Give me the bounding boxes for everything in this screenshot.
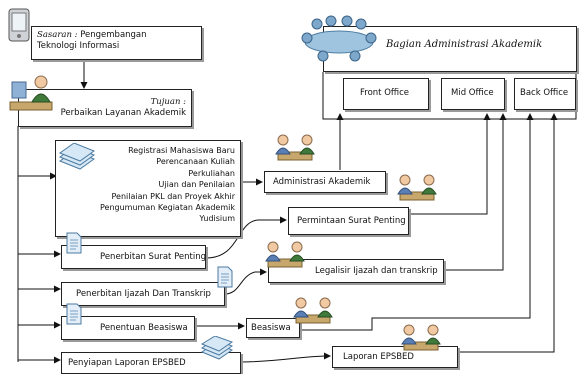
sasaran-title-rest: Pengembangan	[77, 30, 147, 40]
meeting-people-icon	[290, 293, 336, 333]
tujuan-text: Perbaikan Layanan Akademik	[60, 108, 186, 118]
meeting-people-icon	[398, 320, 444, 360]
mid-office-label: Mid Office	[451, 88, 494, 98]
task-item: Perencanaan Kuliah	[156, 157, 235, 167]
bagian-title: Bagian Administrasi Akademik	[386, 39, 543, 50]
document-stack-icon	[200, 335, 234, 366]
meeting-people-icon	[262, 237, 308, 277]
back-office-label: Back Office	[520, 88, 569, 98]
penentuan-beasiswa-label: Penentuan Beasiswa	[100, 323, 188, 333]
meeting-table-icon	[295, 12, 383, 66]
document-icon	[217, 266, 233, 292]
sasaran-text: Teknologi Informasi	[37, 41, 120, 51]
back-office-box: Back Office	[514, 78, 576, 110]
penerbitan-ijazah-label: Penerbitan Ijazah Dan Transkrip	[76, 289, 211, 299]
task-item: Registrasi Mahasiswa Baru	[128, 146, 235, 155]
sasaran-title: Sasaran :	[37, 30, 78, 40]
sasaran-box: Sasaran : Pengembangan Teknologi Informa…	[31, 26, 202, 60]
task-item: Yudisium	[199, 214, 235, 224]
penerbitan-surat-box: Penerbitan Surat Penting	[61, 245, 206, 269]
document-icon	[66, 232, 82, 258]
front-office-label: Front Office	[360, 88, 410, 98]
tujuan-title: Tujuan :	[150, 97, 186, 107]
beasiswa-label: Beasiswa	[251, 323, 291, 333]
front-office-box: Front Office	[343, 78, 429, 110]
penerbitan-surat-label: Penerbitan Surat Penting	[100, 252, 206, 262]
mobile-device-icon	[8, 8, 30, 46]
permintaan-surat-box: Permintaan Surat Penting	[288, 207, 409, 235]
task-item: Pengumuman Kegiatan Akademik	[100, 203, 235, 213]
person-at-computer-icon	[6, 72, 58, 118]
laporan-epsbed-box: Laporan EPSBED	[332, 346, 458, 368]
meeting-people-icon	[272, 130, 318, 170]
beasiswa-box: Beasiswa	[246, 318, 300, 338]
penerbitan-ijazah-box: Penerbitan Ijazah Dan Transkrip	[61, 282, 225, 306]
laporan-epsbed-label: Laporan EPSBED	[343, 352, 414, 362]
task-item: Ujian dan Penilaian	[158, 180, 235, 190]
administrasi-akademik-label: Administrasi Akademik	[273, 177, 371, 187]
mid-office-box: Mid Office	[441, 78, 505, 110]
legalisir-label: Legalisir Ijazah dan transkrip	[315, 266, 438, 276]
administrasi-akademik-box: Administrasi Akademik	[264, 171, 386, 193]
penyiapan-laporan-label: Penyiapan Laporan EPSBED	[68, 358, 186, 368]
meeting-people-icon	[394, 170, 440, 210]
document-stack-icon	[58, 142, 96, 177]
document-icon	[66, 303, 82, 329]
task-item: Perkuliahan	[188, 168, 235, 178]
permintaan-surat-label: Permintaan Surat Penting	[297, 216, 406, 226]
penentuan-beasiswa-box: Penentuan Beasiswa	[61, 316, 195, 340]
task-item: Penilaian PKL dan Proyek Akhir	[111, 191, 236, 201]
